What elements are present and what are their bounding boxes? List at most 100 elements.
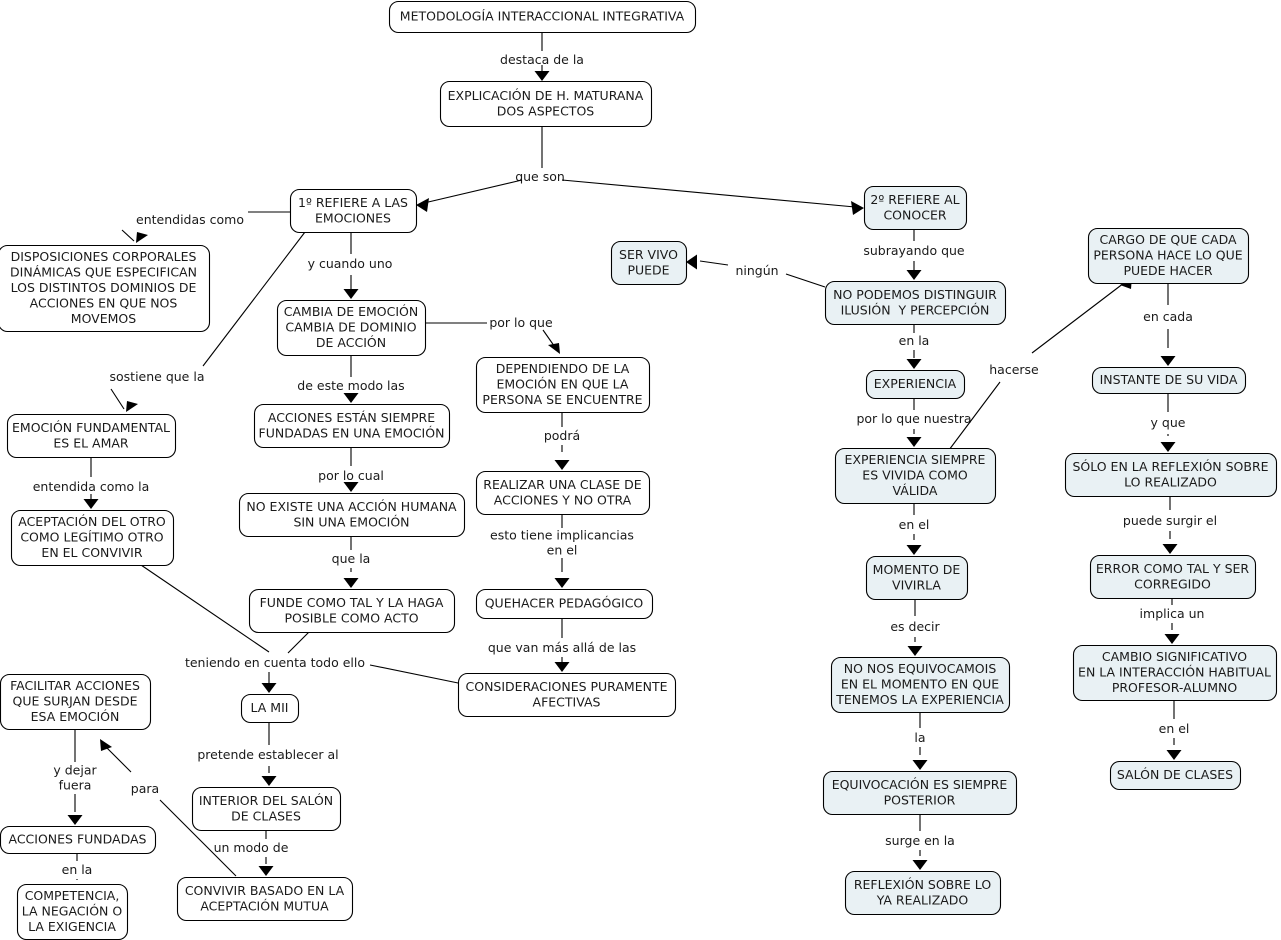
- node-box[interactable]: [238, 492, 466, 538]
- link-label: por lo que nuestra: [856, 411, 971, 426]
- node-box[interactable]: [865, 369, 966, 400]
- concept-node-experiencia[interactable]: EXPERIENCIA: [865, 369, 966, 400]
- arrow-head-icon: [416, 198, 429, 212]
- node-box[interactable]: [865, 555, 969, 601]
- concept-node-lamii[interactable]: LA MII: [240, 693, 300, 724]
- node-box[interactable]: [248, 588, 456, 634]
- concept-link: [416, 179, 523, 212]
- arrow-head-icon: [258, 866, 274, 876]
- concept-link: [699, 260, 729, 266]
- node-box[interactable]: [240, 693, 300, 724]
- link-line: [542, 329, 558, 351]
- node-label: SALÓN DE CLASES: [1117, 767, 1233, 782]
- concept-link: podrá: [544, 412, 580, 470]
- concept-node-quehacer[interactable]: QUEHACER PEDAGÓGICO: [475, 588, 654, 620]
- concept-link: sostiene que la: [110, 231, 306, 412]
- node-box[interactable]: [475, 588, 654, 620]
- concept-node-accionesfund[interactable]: ACCIONES FUNDADAS: [0, 825, 157, 855]
- node-box[interactable]: [863, 185, 968, 231]
- node-box[interactable]: [475, 470, 651, 516]
- concept-link: que son: [515, 126, 565, 184]
- node-box[interactable]: [475, 356, 651, 414]
- node-box[interactable]: [276, 299, 427, 357]
- node-box[interactable]: [1072, 644, 1278, 702]
- arrow-head-icon: [343, 289, 359, 299]
- concept-link: entendida como la: [33, 457, 149, 509]
- node-box[interactable]: [830, 656, 1011, 714]
- link-label: puede surgir el: [1123, 513, 1217, 528]
- node-box[interactable]: [176, 876, 354, 922]
- node-box[interactable]: [822, 770, 1018, 816]
- concept-link: un modo de: [214, 830, 289, 876]
- node-box[interactable]: [1091, 366, 1247, 395]
- node-box[interactable]: [0, 244, 211, 333]
- node-box[interactable]: [844, 870, 1002, 916]
- node-box[interactable]: [253, 403, 451, 449]
- node-box[interactable]: [10, 509, 175, 567]
- node-box[interactable]: [439, 80, 653, 128]
- concept-link: entendidas como: [136, 211, 290, 243]
- node-box[interactable]: [834, 447, 997, 505]
- node-box[interactable]: [824, 280, 1007, 326]
- link-label: teniendo en cuenta todo ello: [185, 655, 365, 670]
- node-box[interactable]: [1109, 760, 1242, 791]
- node-box[interactable]: [0, 825, 157, 855]
- node-box[interactable]: [0, 673, 152, 731]
- node-box[interactable]: [610, 240, 688, 286]
- concept-node-salon[interactable]: SALÓN DE CLASES: [1109, 760, 1242, 791]
- link-line: [110, 388, 125, 410]
- arrow-head-icon: [686, 254, 697, 270]
- node-box[interactable]: [1064, 452, 1278, 498]
- arrow-head-icon: [343, 482, 359, 492]
- node-box[interactable]: [1087, 227, 1250, 285]
- node-label: LA MII: [251, 700, 289, 715]
- concept-node-instante[interactable]: INSTANTE DE SU VIDA: [1091, 366, 1247, 395]
- link-label: por lo que: [489, 315, 553, 330]
- arrow-head-icon: [343, 578, 359, 588]
- node-box[interactable]: [457, 672, 677, 718]
- node-box[interactable]: [1089, 554, 1257, 600]
- node-box[interactable]: [6, 413, 177, 459]
- node-box[interactable]: [191, 786, 342, 832]
- node-box[interactable]: [388, 0, 697, 34]
- concept-node-mii[interactable]: METODOLOGÍA INTERACCIONAL INTEGRATIVA: [388, 0, 697, 34]
- node-box[interactable]: [289, 188, 418, 234]
- concept-link: es decir: [890, 599, 940, 656]
